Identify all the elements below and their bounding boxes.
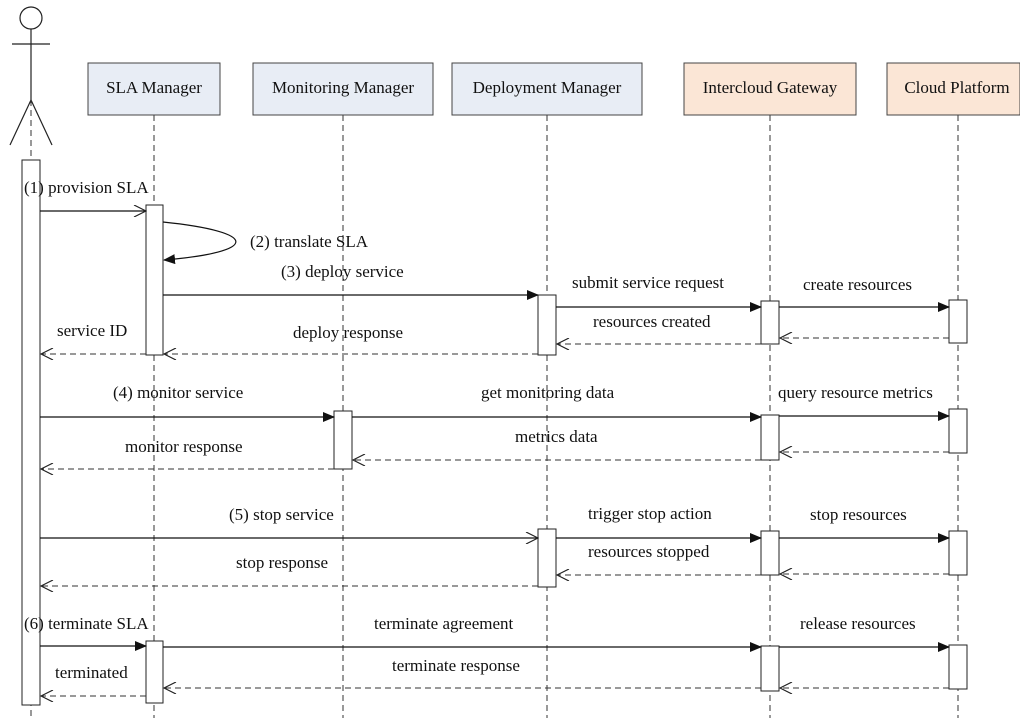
participant-monitoring-manager: Monitoring Manager <box>252 62 434 116</box>
participant-label: Intercloud Gateway <box>703 78 838 97</box>
sla-activation <box>145 204 164 356</box>
dep-activation <box>537 528 557 588</box>
gw-activation <box>760 300 780 345</box>
message-label: metrics data <box>515 427 598 446</box>
participant-label: Monitoring Manager <box>272 78 414 97</box>
message-label: submit service request <box>572 273 724 292</box>
message-label: (6) terminate SLA <box>24 614 149 633</box>
cp-activation <box>948 644 968 690</box>
message-label: query resource metrics <box>778 383 933 402</box>
participant-sla-manager: SLA Manager <box>87 62 221 116</box>
participant-label: Cloud Platform <box>904 78 1009 97</box>
participant-label: Deployment Manager <box>473 78 622 97</box>
message-label: (2) translate SLA <box>250 232 369 251</box>
dep-activation <box>537 294 557 356</box>
cp-activation <box>948 408 968 454</box>
message-label: create resources <box>803 275 912 294</box>
message-label: deploy response <box>293 323 403 342</box>
message-label: service ID <box>57 321 127 340</box>
message-label: stop response <box>236 553 328 572</box>
mon-activation <box>333 410 353 470</box>
cp-activation <box>948 530 968 576</box>
actor-activation <box>21 159 41 706</box>
participant-label: SLA Manager <box>106 78 202 97</box>
message-label: get monitoring data <box>481 383 615 402</box>
participant-deployment-manager: Deployment Manager <box>451 62 643 116</box>
sla-activation <box>145 640 164 704</box>
message-label: (1) provision SLA <box>24 178 149 197</box>
message-label: (4) monitor service <box>113 383 243 402</box>
message-label: terminate agreement <box>374 614 514 633</box>
gw-activation <box>760 414 780 461</box>
self-call-arrow <box>162 221 237 265</box>
message-label: monitor response <box>125 437 243 456</box>
message-label: (3) deploy service <box>281 262 404 281</box>
participant-intercloud-gateway: Intercloud Gateway <box>683 62 857 116</box>
message-label: resources stopped <box>588 542 710 561</box>
message-label: (5) stop service <box>229 505 334 524</box>
cp-activation <box>948 299 968 344</box>
gw-activation <box>760 645 780 692</box>
participant-cloud-platform: Cloud Platform <box>886 62 1020 116</box>
actor-icon <box>9 6 53 146</box>
message-label: trigger stop action <box>588 504 712 523</box>
message-label: resources created <box>593 312 711 331</box>
gw-activation <box>760 530 780 576</box>
message-label: terminate response <box>392 656 520 675</box>
message-label: release resources <box>800 614 916 633</box>
message-label: stop resources <box>810 505 907 524</box>
message-label: terminated <box>55 663 128 682</box>
